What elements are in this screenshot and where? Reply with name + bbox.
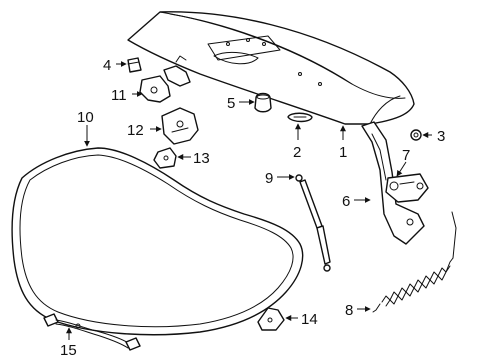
hinge-bracket [385, 173, 429, 203]
wiring-harness [43, 313, 141, 351]
callout-12: 12 [127, 122, 144, 139]
bracket [153, 147, 177, 169]
gas-strut [295, 174, 331, 272]
weatherstrip [11, 147, 304, 336]
callout-4: 4 [103, 57, 111, 74]
callout-6: 6 [342, 193, 350, 210]
callout-11: 11 [111, 87, 127, 104]
callout-1: 1 [339, 144, 347, 161]
callout-5: 5 [227, 95, 235, 112]
latch-striker [161, 107, 199, 145]
callout-10: 10 [77, 109, 94, 126]
cap [127, 57, 142, 73]
callout-9: 9 [265, 170, 273, 187]
callout-2: 2 [293, 144, 301, 161]
callout-14: 14 [301, 311, 318, 328]
clip [257, 307, 285, 331]
latch [139, 55, 191, 103]
callout-13: 13 [193, 150, 210, 167]
callout-7: 7 [402, 147, 410, 164]
torsion-spring [372, 211, 457, 313]
deck-lid [127, 11, 415, 125]
callout-8: 8 [345, 302, 353, 319]
leader-lines [66, 61, 432, 340]
callout-15: 15 [60, 342, 77, 359]
bumper-pad [287, 112, 313, 123]
washer [410, 129, 422, 141]
callout-3: 3 [437, 128, 445, 145]
grommet [254, 92, 272, 113]
